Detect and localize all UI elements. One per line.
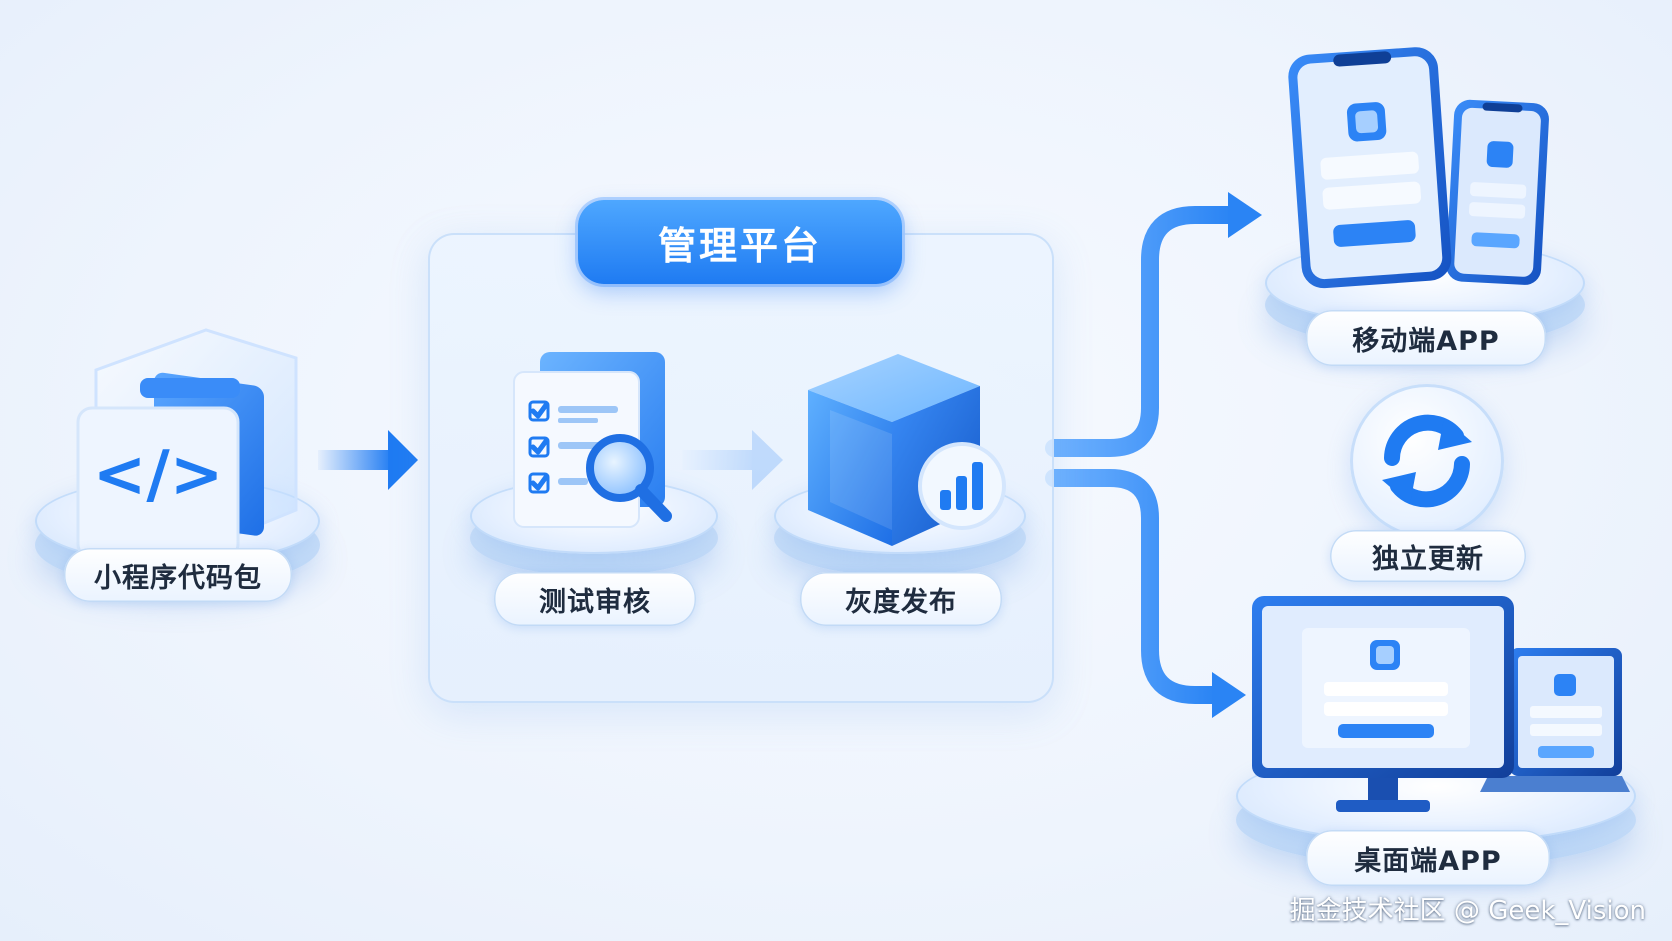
update-label: 独立更新 <box>1330 530 1526 582</box>
review-label: 测试审核 <box>494 572 696 626</box>
svg-text:</>: </> <box>93 438 224 512</box>
monitor-icon <box>1252 596 1630 812</box>
desktop-label: 桌面端APP <box>1306 830 1550 886</box>
refresh-icon <box>1382 414 1472 508</box>
cube-chart-icon <box>808 354 1006 546</box>
arrow-head-mobile <box>1228 192 1262 238</box>
mobile-label: 移动端APP <box>1306 310 1546 366</box>
arrow-head-desktop <box>1212 672 1246 718</box>
arrow-to-mobile <box>1045 206 1241 457</box>
smartphone-icon <box>1288 47 1549 289</box>
source-label: 小程序代码包 <box>64 548 292 602</box>
update-badge <box>1350 384 1504 538</box>
checklist-search-icon <box>513 352 672 528</box>
release-label: 灰度发布 <box>800 572 1002 626</box>
code-folder-icon: </> <box>76 328 298 560</box>
arrow-to-desktop <box>1045 469 1224 704</box>
arrow-source-to-review <box>318 430 418 490</box>
watermark: 掘金技术社区 @ Geek_Vision <box>1289 896 1646 926</box>
management-platform-title: 管理平台 <box>578 200 902 284</box>
